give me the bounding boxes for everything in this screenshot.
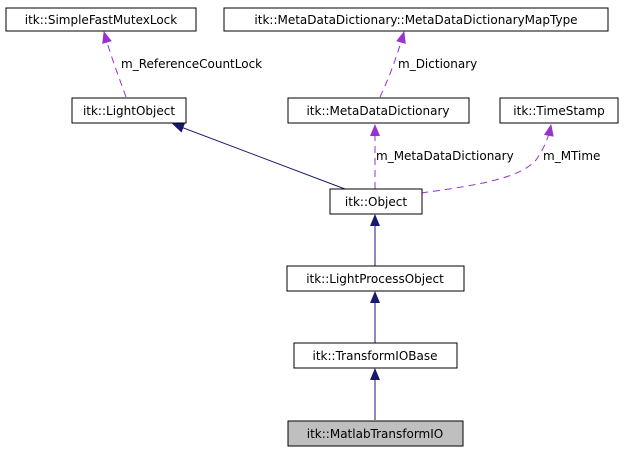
edge-label-mtime: m_MTime bbox=[543, 149, 600, 163]
node-time-stamp[interactable]: itk::TimeStamp bbox=[499, 97, 619, 124]
edge-mtime bbox=[420, 124, 554, 194]
node-label: itk::LightObject bbox=[83, 104, 175, 118]
node-label: itk::TimeStamp bbox=[513, 104, 604, 118]
node-light-process-object[interactable]: itk::LightProcessObject bbox=[286, 265, 465, 292]
edges: m_ReferenceCountLock m_Dictionary m_Meta… bbox=[102, 31, 600, 420]
node-matlab-transform-io: itk::MatlabTransformIO bbox=[287, 420, 464, 447]
node-label: itk::MatlabTransformIO bbox=[307, 427, 443, 441]
node-label: itk::MetaDataDictionary bbox=[306, 104, 449, 118]
node-light-object[interactable]: itk::LightObject bbox=[71, 97, 187, 124]
edge-label-dictionary: m_Dictionary bbox=[398, 57, 477, 71]
node-metadata-dictionary-map-type[interactable]: itk::MetaDataDictionary::MetaDataDiction… bbox=[223, 7, 609, 32]
edge-object-inherits-light-object bbox=[172, 123, 346, 190]
edge-label-metadata-dictionary: m_MetaDataDictionary bbox=[376, 149, 514, 163]
edge-label-reference-count-lock: m_ReferenceCountLock bbox=[121, 57, 262, 71]
edge-dictionary bbox=[379, 31, 406, 98]
node-object[interactable]: itk::Object bbox=[329, 188, 423, 215]
node-label: itk::MetaDataDictionary::MetaDataDiction… bbox=[254, 13, 577, 27]
node-label: itk::Object bbox=[345, 195, 407, 209]
node-label: itk::LightProcessObject bbox=[306, 272, 444, 286]
nodes: itk::SimpleFastMutexLock itk::MetaDataDi… bbox=[5, 7, 619, 447]
node-label: itk::TransformIOBase bbox=[313, 349, 438, 363]
node-label: itk::SimpleFastMutexLock bbox=[25, 13, 178, 27]
node-transform-io-base[interactable]: itk::TransformIOBase bbox=[293, 342, 458, 369]
node-simple-fast-mutex-lock[interactable]: itk::SimpleFastMutexLock bbox=[5, 7, 197, 32]
edge-reference-count-lock bbox=[102, 31, 127, 98]
node-metadata-dictionary[interactable]: itk::MetaDataDictionary bbox=[287, 97, 470, 124]
